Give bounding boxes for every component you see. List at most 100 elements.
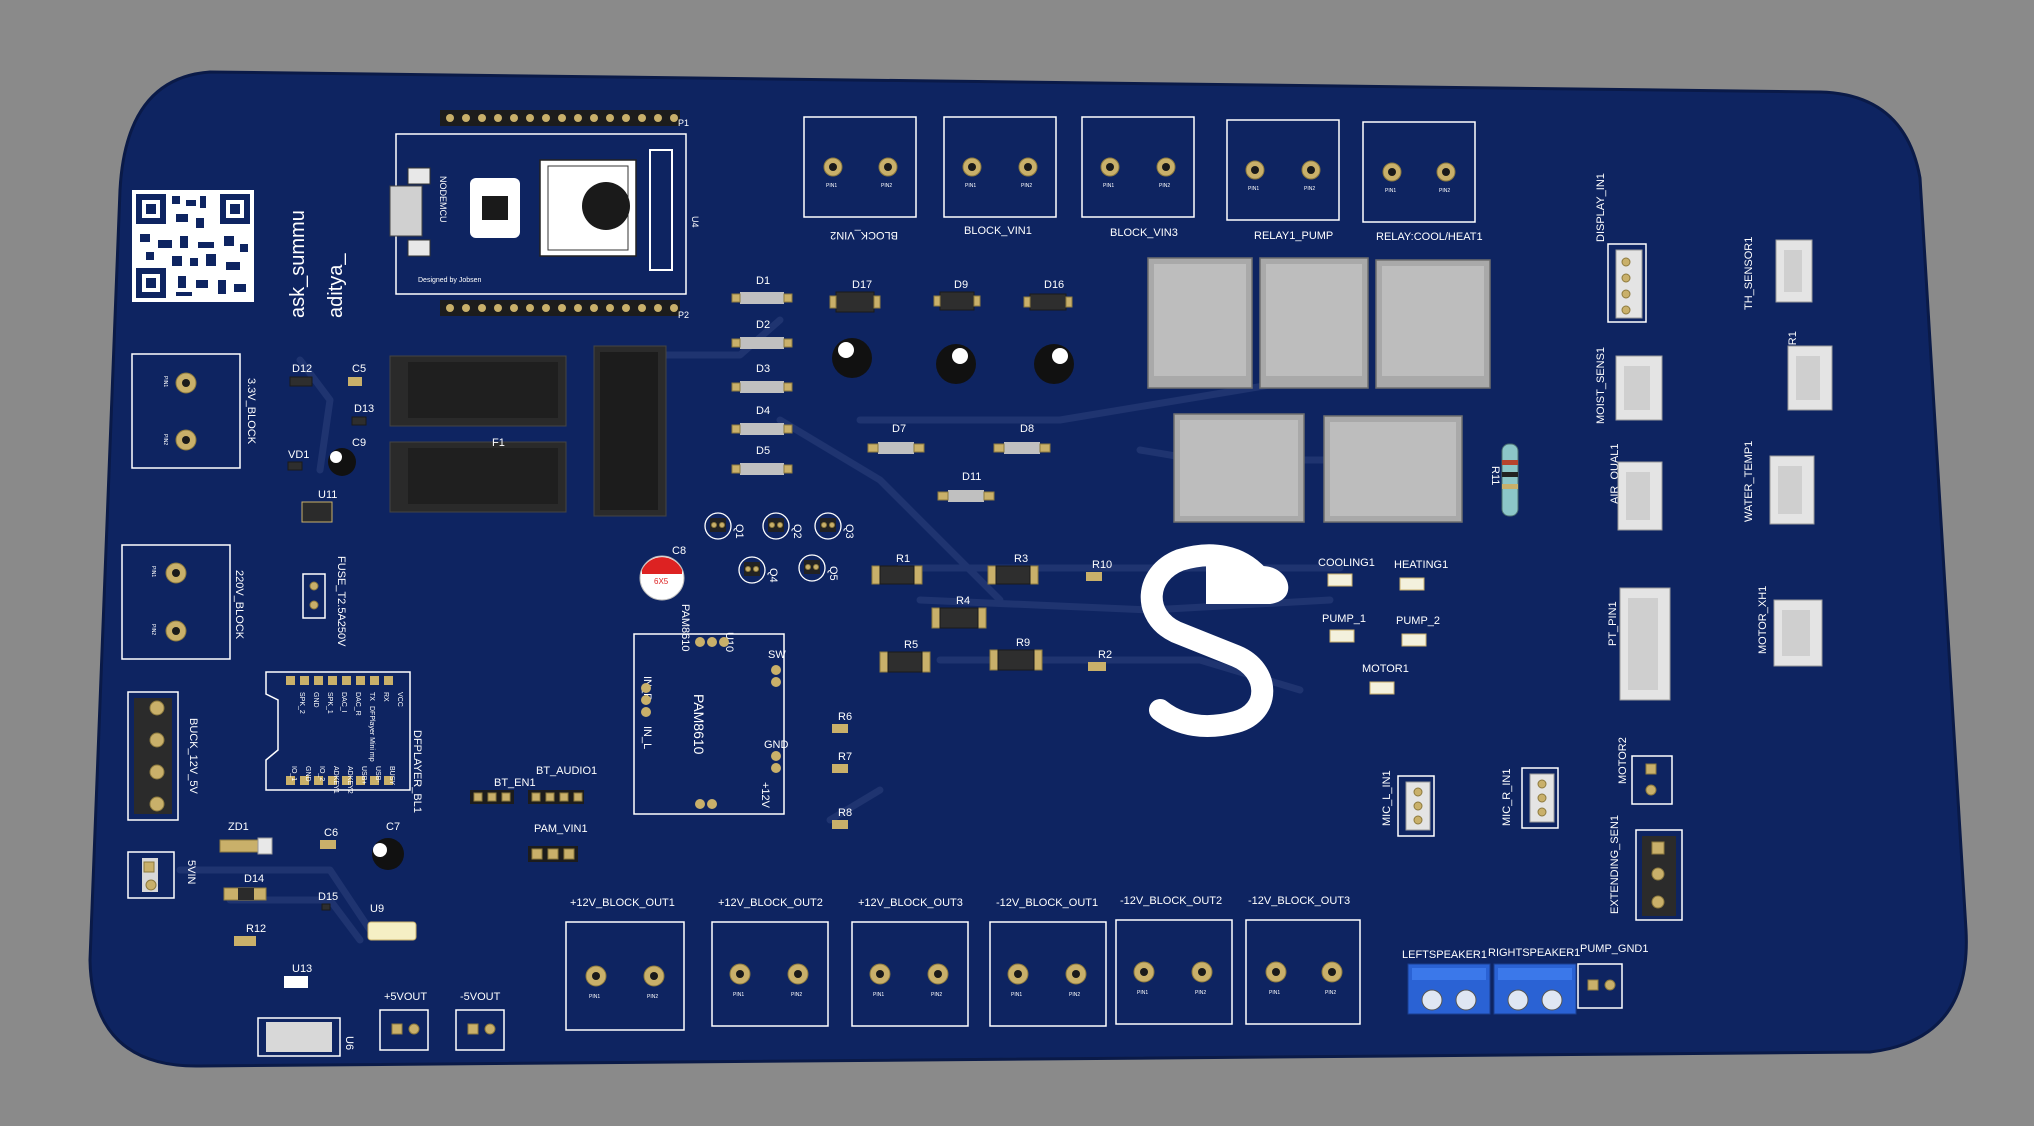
conn-pt-pin: PT_PIN1 bbox=[1607, 601, 1619, 646]
df-pin-io2: IO_2 bbox=[318, 766, 325, 781]
pam-title: PAM8610 bbox=[691, 694, 707, 755]
ref-r6: R6 bbox=[838, 711, 852, 723]
led-label-pump1: PUMP_1 bbox=[1322, 613, 1366, 625]
ref-r2: R2 bbox=[1098, 649, 1112, 661]
ref-d1: D1 bbox=[756, 275, 770, 287]
df-pin-tx: TX bbox=[368, 692, 375, 701]
terminal-label-p12-out2: +12V_BLOCK_OUT2 bbox=[718, 897, 823, 909]
ref-c6: C6 bbox=[324, 827, 338, 839]
terminal-label-vin2: BLOCK_VIN2 bbox=[830, 229, 898, 241]
pam-ref: PAM8610 bbox=[679, 604, 691, 652]
ref-r1: R1 bbox=[896, 553, 910, 565]
ref-q4: Q4 bbox=[767, 568, 779, 583]
credit-line-2: aditya_ bbox=[325, 253, 347, 318]
terminal-label-vin1: BLOCK_VIN1 bbox=[964, 225, 1032, 237]
espressif-logo-icon bbox=[582, 182, 630, 230]
ref-f1: F1 bbox=[492, 437, 505, 449]
pin2-label: PIN2 bbox=[1195, 990, 1206, 996]
ref-d3: D3 bbox=[756, 363, 770, 375]
ref-vd1: VD1 bbox=[288, 449, 309, 461]
pam8610-amplifier: PAM8610 PAM8610 IN_R IN_L U10 SW GND +12… bbox=[633, 604, 789, 815]
df-pin-dac-i: DAC_I bbox=[340, 692, 347, 713]
pin1-label: PIN1 bbox=[1248, 186, 1259, 192]
qr-code-icon bbox=[132, 190, 254, 302]
transistor-group: Q1 Q2 Q3 Q4 Q5 bbox=[704, 512, 855, 584]
led-label-pump2: PUMP_2 bbox=[1396, 615, 1440, 627]
pin1-label: PIN1 bbox=[733, 992, 744, 998]
esp32-module: P1 P2 U4 NODEMCU ESP-WROOM-32 Designed b… bbox=[389, 110, 700, 320]
pam-12v: +12V bbox=[759, 782, 771, 809]
ref-q1: Q1 bbox=[733, 524, 745, 539]
s-logo-icon bbox=[1140, 544, 1274, 737]
fuse: FUSE_T2.5A250V bbox=[302, 556, 347, 647]
conn-mic-l-in: MIC_L_IN1 bbox=[1381, 770, 1393, 826]
pin2-label: PIN2 bbox=[647, 994, 658, 1000]
ref-u9: U9 bbox=[370, 903, 384, 915]
ref-d9: D9 bbox=[954, 279, 968, 291]
diode-column: D1 D2 D3 D4 D5 D17 D9 D16 D7 D8 D11 bbox=[731, 275, 1074, 502]
terminal-label-relay-coolheat: RELAY:COOL/HEAT1 bbox=[1376, 231, 1483, 243]
ref-d12: D12 bbox=[292, 363, 312, 375]
ref-r5: R5 bbox=[904, 639, 918, 651]
conn-th-sensor: TH_SENSOR1 bbox=[1743, 237, 1755, 310]
dfplayer-module: VCC RX TX DAC_R DAC_I SPK_1 GND SPK_2 IO… bbox=[265, 671, 423, 813]
ref-zd1: ZD1 bbox=[228, 821, 249, 833]
ref-d4: D4 bbox=[756, 405, 770, 417]
pin2-label: PIN2 bbox=[162, 434, 168, 445]
pin2-label: PIN2 bbox=[1325, 990, 1336, 996]
ref-u11: U11 bbox=[318, 489, 337, 501]
ref-r8: R8 bbox=[838, 807, 852, 819]
bt-headers: BT_EN1 BT_AUDIO1 PAM_VIN1 bbox=[470, 765, 597, 862]
ref-c8: C8 bbox=[672, 545, 686, 557]
ref-r7: R7 bbox=[838, 751, 852, 763]
conn-display-in: DISPLAY_IN1 bbox=[1595, 173, 1607, 242]
df-pin-gnd2: GND bbox=[304, 766, 311, 782]
terminal-block-relay-coolheat: PIN1 PIN2 RELAY:COOL/HEAT1 bbox=[1362, 121, 1483, 243]
terminal-label-p12-out3: +12V_BLOCK_OUT3 bbox=[858, 897, 963, 909]
ref-r4: R4 bbox=[956, 595, 970, 607]
relay-group bbox=[1147, 257, 1491, 523]
pin1-label: PIN1 bbox=[873, 992, 884, 998]
pin1-label: PIN1 bbox=[1137, 990, 1148, 996]
terminal-block-vin1: PIN1 PIN2 BLOCK_VIN1 bbox=[943, 116, 1057, 237]
df-pin-dac-r: DAC_R bbox=[354, 692, 361, 716]
terminal-block-3v3: PIN1 PIN2 3.3V_BLOCK bbox=[131, 353, 257, 469]
ref-q5: Q5 bbox=[827, 566, 839, 581]
terminal-label-p12-out1: +12V_BLOCK_OUT1 bbox=[570, 897, 675, 909]
plus5-out-label: +5VOUT bbox=[384, 991, 427, 1003]
terminal-block-relay1-pump: PIN1 PIN2 RELAY1_PUMP bbox=[1226, 119, 1340, 242]
ref-r9: R9 bbox=[1016, 637, 1030, 649]
ref-d13: D13 bbox=[354, 403, 374, 415]
esp32-ref-side: U4 bbox=[690, 216, 700, 228]
right-connectors: DISPLAY_IN1 TH_SENSOR1 MOIST_SENS1 MIC_S… bbox=[1381, 173, 1833, 921]
ref-d5: D5 bbox=[756, 445, 770, 457]
ref-d11: D11 bbox=[962, 471, 981, 483]
conn-extending-sen: EXTENDING_SEN1 bbox=[1609, 815, 1621, 914]
df-pin-vcc: VCC bbox=[396, 692, 403, 707]
c8-marking: 6X5 bbox=[654, 577, 669, 586]
buck-label: BUCK_12V_5V bbox=[187, 718, 199, 794]
pin1-label: PIN1 bbox=[1011, 992, 1022, 998]
df-pin-io1: IO_1 bbox=[290, 766, 297, 781]
pin1-label: PIN1 bbox=[1269, 990, 1280, 996]
chip-icon bbox=[482, 196, 508, 220]
terminal-label-relay1-pump: RELAY1_PUMP bbox=[1254, 230, 1333, 242]
esp32-designer: Designed by Jobsen bbox=[418, 277, 482, 284]
pin1-label: PIN1 bbox=[826, 183, 837, 189]
df-caption: DFPlayer Mini mp bbox=[368, 706, 375, 762]
ref-d15: D15 bbox=[318, 891, 338, 903]
pin2-label: PIN2 bbox=[1304, 186, 1315, 192]
ref-d2: D2 bbox=[756, 319, 770, 331]
esp32-brand: NODEMCU bbox=[438, 176, 448, 223]
pin2-label: PIN2 bbox=[1439, 188, 1450, 194]
df-pin-adkey2: ADKEY2 bbox=[346, 766, 353, 794]
top-terminal-row: PIN1 PIN2 BLOCK_VIN2 PIN1 PIN2 BLOCK_VIN… bbox=[803, 116, 1483, 243]
fuse-label: FUSE_T2.5A250V bbox=[335, 556, 347, 647]
conn-water-temp: WATER_TEMP1 bbox=[1743, 441, 1755, 522]
ref-c5: C5 bbox=[352, 363, 366, 375]
pin1-label: PIN1 bbox=[1385, 188, 1396, 194]
speaker-terminals: LEFTSPEAKER1 RIGHTSPEAKER1 PUMP_GND1 bbox=[1402, 943, 1648, 1015]
terminal-block-vin3: PIN1 PIN2 BLOCK_VIN3 bbox=[1081, 116, 1195, 239]
ref-r12: R12 bbox=[246, 923, 266, 935]
dfplayer-label: DFPLAYER_BL1 bbox=[411, 730, 423, 813]
